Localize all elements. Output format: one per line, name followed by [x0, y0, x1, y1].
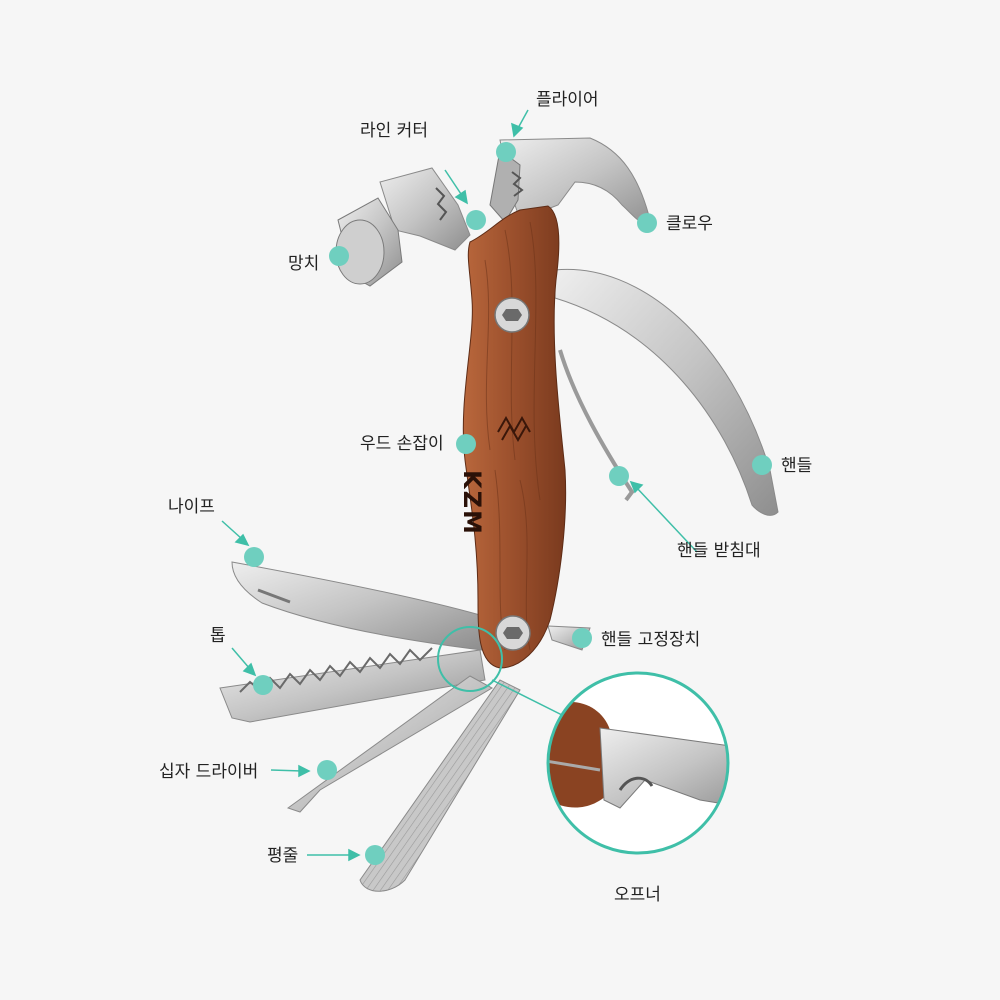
label-claw: 클로우	[666, 214, 713, 234]
callout-dot-claw	[637, 213, 657, 233]
screwdriver-blade	[286, 675, 494, 813]
label-pliers: 플라이어	[536, 90, 599, 110]
file-blade	[359, 679, 521, 892]
callout-dot-line-cutter	[466, 210, 486, 230]
handle-support-wire	[558, 349, 635, 502]
label-hammer: 망치	[288, 254, 320, 274]
label-handle: 핸들	[781, 456, 813, 476]
wood-grip	[462, 205, 567, 669]
claw-pliers-head	[489, 137, 653, 229]
label-phillips-screwdriver: 십자 드라이버	[159, 762, 259, 782]
kzm-logo-text: KZM	[458, 470, 486, 536]
callout-dot-knife	[244, 547, 264, 567]
callout-dot-handle-support	[609, 466, 629, 486]
callout-dot-handle-lock	[572, 628, 592, 648]
label-wood-handle: 우드 손잡이	[360, 434, 444, 454]
label-file: 평줄	[267, 846, 299, 866]
callout-dot-wood-handle	[456, 434, 476, 454]
focus-ring	[437, 626, 503, 692]
label-knife: 나이프	[168, 497, 215, 517]
leader-arrows	[221, 109, 698, 862]
label-saw: 톱	[210, 626, 226, 646]
label-handle-support: 핸들 받침대	[677, 541, 761, 561]
callout-dot-handle	[752, 455, 772, 475]
opener-zoom-circle	[546, 671, 730, 855]
hammer-head	[335, 167, 471, 287]
saw-blade	[219, 649, 486, 723]
callout-dot-pliers	[496, 142, 516, 162]
label-line-cutter: 라인 커터	[360, 121, 428, 141]
callout-dot-file	[365, 845, 385, 865]
bottom-screw	[495, 615, 531, 651]
knife-blade	[231, 561, 483, 651]
top-screw	[494, 297, 530, 333]
callout-dot-screwdriver	[317, 760, 337, 780]
kzm-logo-mark	[497, 415, 531, 443]
handle-arm	[554, 268, 779, 516]
callout-dot-saw	[253, 675, 273, 695]
label-handle-lock: 핸들 고정장치	[601, 630, 701, 650]
label-opener: 오프너	[614, 885, 661, 905]
callout-dot-hammer	[329, 246, 349, 266]
